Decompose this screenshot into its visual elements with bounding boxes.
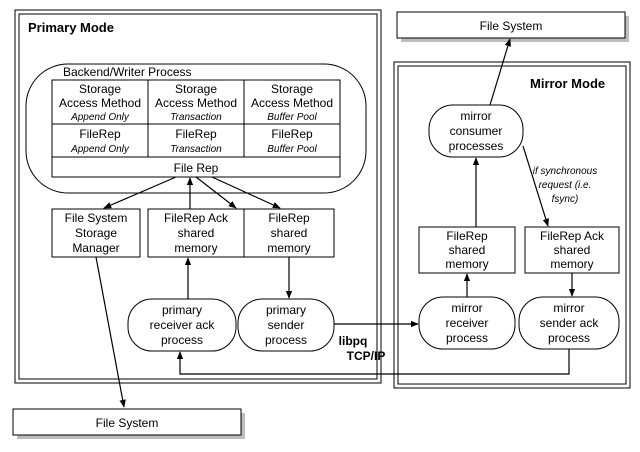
svg-text:Transaction: Transaction — [170, 144, 222, 155]
svg-text:TCP/IP: TCP/IP — [347, 349, 386, 363]
filerep-buffer-pool-cell: FileRep Buffer Pool — [267, 127, 317, 155]
svg-text:memory: memory — [445, 257, 488, 271]
svg-text:memory: memory — [267, 241, 310, 255]
svg-text:Access Method: Access Method — [155, 96, 237, 110]
backend-writer-title: Backend/Writer Process — [63, 65, 192, 79]
svg-text:File System: File System — [480, 19, 543, 33]
sync-note: if synchronous request (i.e. fsync) — [533, 166, 597, 205]
svg-text:process: process — [161, 333, 203, 347]
primary-filerep-ack-memory: FileRep Ack shared memory — [147, 208, 245, 258]
svg-text:Storage: Storage — [75, 226, 117, 240]
primary-receiver-ack-process: primary receiver ack process — [127, 298, 237, 352]
svg-text:Storage: Storage — [175, 82, 217, 96]
svg-text:Access Method: Access Method — [251, 96, 333, 110]
svg-text:primary: primary — [266, 303, 306, 317]
svg-text:process: process — [446, 331, 488, 345]
svg-text:memory: memory — [174, 241, 217, 255]
arrows — [95, 38, 576, 408]
primary-filerep-memory: FileRep shared memory — [243, 208, 335, 258]
svg-text:process: process — [265, 333, 307, 347]
svg-text:mirror: mirror — [460, 109, 491, 123]
svg-text:Append Only: Append Only — [70, 112, 130, 123]
svg-text:Transaction: Transaction — [170, 112, 222, 123]
storage-buffer-pool-cell: Storage Access Method Buffer Pool — [251, 82, 333, 123]
file-rep-bar: File Rep — [51, 156, 341, 178]
file-system-bottom: File System — [12, 408, 245, 439]
svg-text:FileRep Ack: FileRep Ack — [540, 229, 605, 243]
svg-text:receiver: receiver — [446, 316, 489, 330]
svg-text:shared: shared — [554, 243, 591, 257]
svg-text:FileRep: FileRep — [268, 211, 310, 225]
svg-text:consumer: consumer — [450, 124, 503, 138]
storage-append-only-cell: Storage Access Method Append Only — [59, 82, 141, 123]
svg-text:memory: memory — [550, 257, 593, 271]
svg-text:FileRep: FileRep — [175, 127, 217, 141]
svg-text:Buffer Pool: Buffer Pool — [267, 144, 317, 155]
svg-text:shared: shared — [449, 243, 486, 257]
svg-text:File Rep: File Rep — [174, 161, 219, 175]
svg-text:sender: sender — [268, 318, 305, 332]
svg-text:FileRep: FileRep — [446, 229, 488, 243]
svg-text:Storage: Storage — [79, 82, 121, 96]
mirror-filerep-ack-memory: FileRep Ack shared memory — [524, 226, 620, 274]
mirror-mode-title: Mirror Mode — [530, 76, 605, 91]
storage-transaction-cell: Storage Access Method Transaction — [155, 82, 237, 123]
svg-text:primary: primary — [162, 303, 202, 317]
arrow-fs-storage-to-filesystem — [95, 256, 126, 408]
mirror-mode-frame — [393, 61, 631, 389]
mirror-sender-ack-process: mirror sender ack process — [518, 296, 620, 350]
svg-text:shared: shared — [178, 226, 215, 240]
arrow-filerep-to-fs-storage — [103, 176, 177, 209]
arrow-consumer-to-filesystem — [489, 38, 511, 106]
svg-text:FileRep: FileRep — [79, 127, 121, 141]
primary-mode-title: Primary Mode — [28, 20, 114, 35]
svg-text:libpq: libpq — [339, 334, 368, 348]
svg-text:FileRep: FileRep — [271, 127, 313, 141]
svg-text:sender ack: sender ack — [540, 316, 600, 330]
svg-text:File System: File System — [65, 211, 128, 225]
filerep-transaction-cell: FileRep Transaction — [170, 127, 222, 155]
libpq-tcpip-label: libpq TCP/IP — [339, 334, 386, 363]
arrow-consumer-to-ack-mem — [522, 145, 549, 227]
arrow-sender-ack-to-receiver-ack — [176, 349, 570, 375]
mirror-receiver-process: mirror receiver process — [418, 296, 516, 350]
svg-text:Manager: Manager — [72, 241, 119, 255]
fs-storage-manager-box: File System Storage Manager — [51, 208, 141, 258]
svg-text:mirror: mirror — [451, 301, 482, 315]
svg-text:FileRep Ack: FileRep Ack — [164, 211, 229, 225]
arrow-filerep-to-ack-mem-a — [195, 176, 237, 209]
svg-text:request (i.e.: request (i.e. — [539, 180, 592, 191]
svg-text:Storage: Storage — [271, 82, 313, 96]
svg-text:Buffer Pool: Buffer Pool — [267, 112, 317, 123]
svg-text:process: process — [548, 331, 590, 345]
mirror-consumer-processes: mirror consumer processes — [428, 104, 524, 158]
svg-text:shared: shared — [271, 226, 308, 240]
mirror-filerep-memory: FileRep shared memory — [418, 226, 516, 274]
filerep-append-only-cell: FileRep Append Only — [70, 127, 130, 155]
file-system-top: File System — [396, 11, 629, 42]
svg-text:Access Method: Access Method — [59, 96, 141, 110]
primary-sender-process: primary sender process — [237, 298, 335, 352]
svg-text:mirror: mirror — [553, 301, 584, 315]
svg-text:receiver ack: receiver ack — [150, 318, 216, 332]
svg-text:File System: File System — [96, 416, 159, 430]
svg-text:fsync): fsync) — [552, 194, 579, 205]
primary-mode-frame — [14, 9, 382, 384]
svg-text:processes: processes — [449, 139, 504, 153]
access-method-grid: Storage Access Method Append Only Storag… — [51, 79, 341, 158]
svg-text:if synchronous: if synchronous — [533, 166, 597, 177]
svg-text:Append Only: Append Only — [70, 144, 130, 155]
arrow-filerep-to-ack-mem-b — [211, 176, 281, 209]
